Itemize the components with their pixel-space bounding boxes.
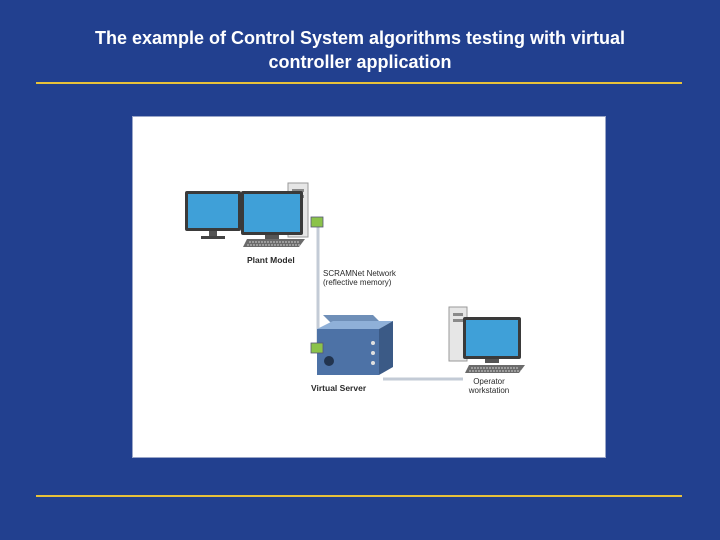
virtual-server-icon [317,315,393,375]
plant-network-card-icon [310,216,324,228]
operator-label-line-2: workstation [468,386,510,395]
diagram-panel: Plant Model SCRAMNet Network (reflective… [132,116,606,458]
plant-monitor-left-icon [185,191,241,239]
title-line-1: The example of Control System algorithms… [94,28,626,48]
server-network-card-icon [310,342,324,354]
bottom-divider [36,495,682,497]
plant-monitor-right-icon [241,191,303,239]
title-line-2: controller application [268,52,452,72]
operator-keyboard-icon [465,365,525,373]
network-diagram [185,182,525,381]
operator-label-line-1: Operator [473,377,505,386]
operator-tower-icon [448,306,468,362]
plant-keyboard-icon [243,239,305,247]
network-label: SCRAMNet Network (reflective memory) [323,269,396,287]
network-label-line-1: SCRAMNet Network [323,269,396,278]
operator-monitor-icon [463,317,521,363]
top-divider [36,82,682,84]
plant-model-label: Plant Model [247,255,295,265]
slide-title: The example of Control System algorithms… [40,26,680,74]
virtual-server-label: Virtual Server [311,383,367,393]
operator-label: Operator workstation [463,377,515,395]
network-label-line-2: (reflective memory) [323,278,392,287]
